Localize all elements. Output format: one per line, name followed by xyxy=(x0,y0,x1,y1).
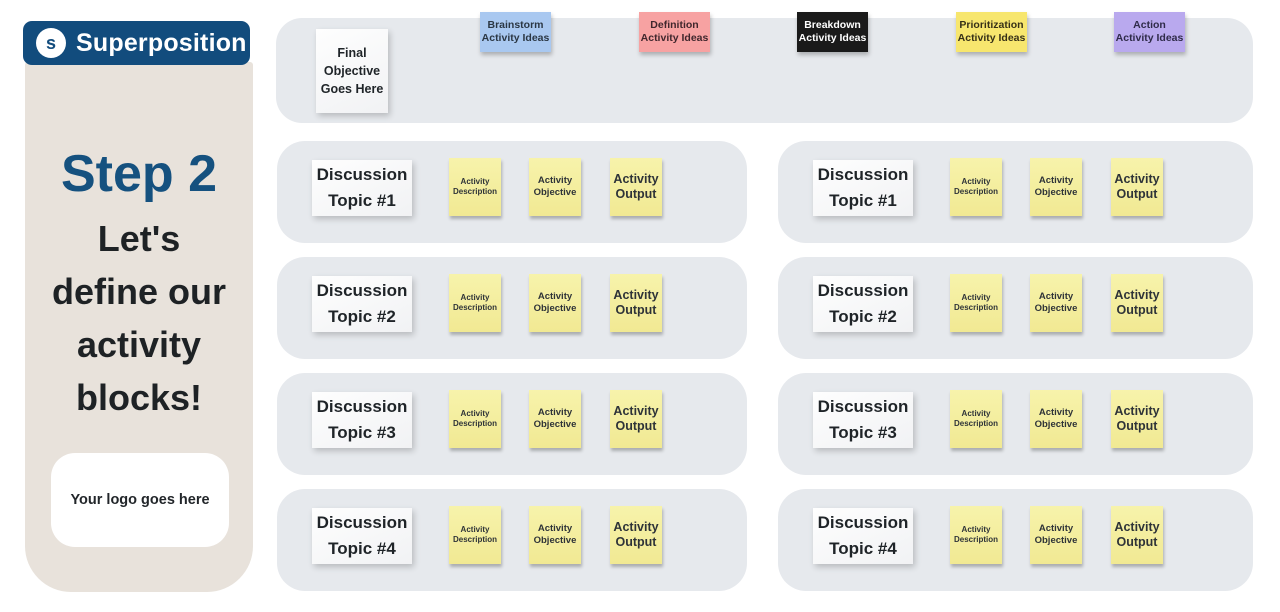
objective-panel xyxy=(276,18,1253,123)
activity-output-note[interactable]: Activity Output xyxy=(1111,390,1163,448)
discussion-topic-note[interactable]: Discussion Topic #4 xyxy=(813,508,913,564)
activity-description-note[interactable]: Activity Description xyxy=(449,390,501,448)
category-note-line: Activity Ideas xyxy=(1115,32,1184,44)
category-note-line: Definition xyxy=(650,18,699,31)
discussion-row: Discussion Topic #3 Activity Description… xyxy=(778,373,1253,475)
category-note-line: Breakdown xyxy=(804,18,861,31)
activity-objective-note[interactable]: Activity Objective xyxy=(529,390,581,448)
headline: Let's define our activity blocks! xyxy=(13,212,265,424)
discussion-topic-note[interactable]: Discussion Topic #4 xyxy=(312,508,412,564)
activity-objective-note[interactable]: Activity Objective xyxy=(1030,390,1082,448)
category-note-line: Prioritization xyxy=(959,18,1024,31)
discussion-topic-note[interactable]: Discussion Topic #1 xyxy=(312,160,412,216)
activity-description-note[interactable]: Activity Description xyxy=(950,274,1002,332)
category-note-line: Activity Ideas xyxy=(798,32,867,44)
activity-objective-note[interactable]: Activity Objective xyxy=(529,274,581,332)
activity-description-note[interactable]: Activity Description xyxy=(950,506,1002,564)
activity-output-note[interactable]: Activity Output xyxy=(610,506,662,564)
discussion-topic-note[interactable]: Discussion Topic #3 xyxy=(813,392,913,448)
discussion-topic-note[interactable]: Discussion Topic #2 xyxy=(312,276,412,332)
headline-line: blocks! xyxy=(75,377,203,418)
headline-line: define our xyxy=(51,271,226,312)
activity-output-note[interactable]: Activity Output xyxy=(1111,506,1163,564)
activity-objective-note[interactable]: Activity Objective xyxy=(529,506,581,564)
step-title: Step 2 xyxy=(60,145,218,203)
activity-output-note[interactable]: Activity Output xyxy=(610,158,662,216)
discussion-topic-note[interactable]: Discussion Topic #2 xyxy=(813,276,913,332)
activity-description-note[interactable]: Activity Description xyxy=(449,274,501,332)
activity-description-note[interactable]: Activity Description xyxy=(449,506,501,564)
headline-line: activity xyxy=(76,324,202,365)
activity-objective-note[interactable]: Activity Objective xyxy=(1030,158,1082,216)
category-note-definition[interactable]: Definition Activity Ideas xyxy=(639,12,710,52)
activity-output-note[interactable]: Activity Output xyxy=(610,274,662,332)
category-note-line: Action xyxy=(1133,18,1166,31)
category-note-line: Brainstorm xyxy=(487,18,544,31)
discussion-row: Discussion Topic #1 Activity Description… xyxy=(778,141,1253,243)
discussion-topic-note[interactable]: Discussion Topic #1 xyxy=(813,160,913,216)
discussion-row: Discussion Topic #4 Activity Description… xyxy=(277,489,747,591)
headline-line: Let's xyxy=(97,218,181,259)
category-note-line: Activity Ideas xyxy=(481,32,550,44)
category-note-breakdown[interactable]: Breakdown Activity Ideas xyxy=(797,12,868,52)
activity-objective-note[interactable]: Activity Objective xyxy=(529,158,581,216)
category-note-line: Activity Ideas xyxy=(640,32,709,44)
discussion-topic-note[interactable]: Discussion Topic #3 xyxy=(312,392,412,448)
activity-output-note[interactable]: Activity Output xyxy=(1111,274,1163,332)
final-objective-note[interactable]: Final Objective Goes Here xyxy=(316,29,388,113)
discussion-row: Discussion Topic #4 Activity Description… xyxy=(778,489,1253,591)
brand-name: Superposition xyxy=(76,28,247,57)
discussion-row: Discussion Topic #2 Activity Description… xyxy=(778,257,1253,359)
activity-output-note[interactable]: Activity Output xyxy=(610,390,662,448)
discussion-row: Discussion Topic #3 Activity Description… xyxy=(277,373,747,475)
activity-objective-note[interactable]: Activity Objective xyxy=(1030,274,1082,332)
category-note-brainstorm[interactable]: Brainstorm Activity Ideas xyxy=(480,12,551,52)
discussion-row: Discussion Topic #1 Activity Description… xyxy=(277,141,747,243)
category-note-action[interactable]: Action Activity Ideas xyxy=(1114,12,1185,52)
activity-description-note[interactable]: Activity Description xyxy=(449,158,501,216)
logo-placeholder-card[interactable]: Your logo goes here xyxy=(51,453,229,547)
activity-description-note[interactable]: Activity Description xyxy=(950,158,1002,216)
activity-output-note[interactable]: Activity Output xyxy=(1111,158,1163,216)
category-note-prioritization[interactable]: Prioritization Activity Ideas xyxy=(956,12,1027,52)
activity-description-note[interactable]: Activity Description xyxy=(950,390,1002,448)
activity-objective-note[interactable]: Activity Objective xyxy=(1030,506,1082,564)
brand-s-icon: s xyxy=(36,28,66,58)
category-note-line: Activity Ideas xyxy=(957,32,1026,44)
brand-logo: s Superposition xyxy=(23,21,250,65)
discussion-row: Discussion Topic #2 Activity Description… xyxy=(277,257,747,359)
